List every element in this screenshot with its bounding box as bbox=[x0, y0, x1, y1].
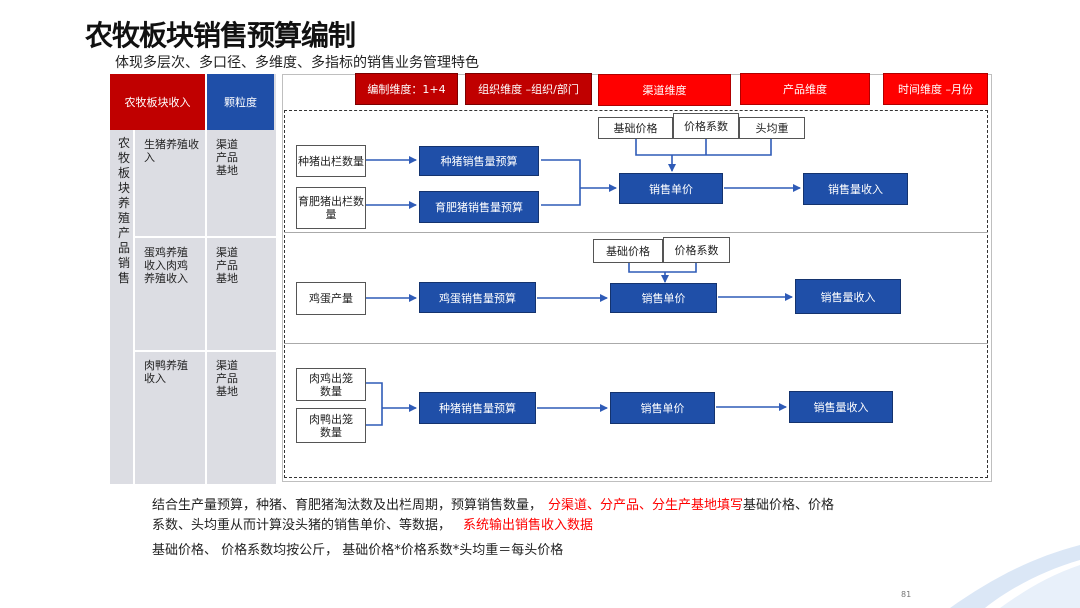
row-income-label: 生猪养殖收入 bbox=[144, 138, 199, 164]
flow-dashed-frame bbox=[284, 110, 988, 478]
dimension-time: 时间维度 –月份 bbox=[883, 73, 988, 105]
breeding-pig-sales-budget: 种猪销售量预算 bbox=[419, 146, 539, 176]
left-table bbox=[110, 74, 276, 484]
sales-budget: 种猪销售量预算 bbox=[419, 392, 536, 424]
param-base-price: 基础价格 bbox=[593, 239, 663, 263]
row-granularity-label: 渠道产品基地 bbox=[216, 359, 238, 398]
input-egg-output: 鸡蛋产量 bbox=[296, 282, 366, 315]
row-granularity-label: 渠道产品基地 bbox=[216, 138, 238, 177]
sales-revenue: 销售量收入 bbox=[803, 173, 908, 205]
row-income-label: 肉鸭养殖收入 bbox=[144, 359, 188, 385]
section-divider bbox=[284, 232, 988, 233]
note-line-1: 结合生产量预算，种猪、育肥猪淘汰数及出栏周期，预算销售数量，分渠道、分产品、分生… bbox=[152, 498, 835, 513]
param-price-coefficient: 价格系数 bbox=[663, 237, 730, 263]
unit-price: 销售单价 bbox=[610, 283, 717, 313]
dimension-budget: 编制维度：1+4 bbox=[355, 73, 458, 105]
egg-sales-budget: 鸡蛋销售量预算 bbox=[419, 282, 536, 313]
table-header-income: 农牧板块收入 bbox=[110, 74, 205, 130]
table-divider bbox=[135, 350, 276, 352]
table-divider bbox=[135, 236, 276, 238]
param-avg-weight: 头均重 bbox=[739, 117, 805, 139]
input-broiler-output: 肉鸡出笼数量 bbox=[296, 368, 366, 401]
row-granularity-label: 渠道产品基地 bbox=[216, 246, 238, 285]
unit-price: 销售单价 bbox=[619, 173, 723, 204]
input-breeding-pig-output: 种猪出栏数量 bbox=[296, 145, 366, 177]
fattening-pig-sales-budget: 育肥猪销售量预算 bbox=[419, 191, 539, 223]
param-base-price: 基础价格 bbox=[598, 117, 673, 139]
note-line-3: 基础价格、 价格系数均按公斤， 基础价格*价格系数*头均重＝每头价格 bbox=[152, 543, 564, 558]
page-title: 农牧板块销售预算编制 bbox=[85, 19, 356, 52]
table-header-granularity: 颗粒度 bbox=[207, 74, 274, 130]
table-divider bbox=[133, 130, 135, 484]
note-line-2: 系数、头均重从而计算没头猪的销售单价、等数据，系统输出销售收入数据 bbox=[152, 518, 594, 533]
unit-price: 销售单价 bbox=[610, 392, 715, 424]
sales-revenue: 销售量收入 bbox=[795, 279, 901, 314]
page-subtitle: 体现多层次、多口径、多维度、多指标的销售业务管理特色 bbox=[115, 55, 479, 71]
vertical-category-label: 农牧板块养殖产品销售 bbox=[117, 136, 130, 285]
table-divider bbox=[205, 74, 207, 484]
dimension-channel: 渠道维度 bbox=[598, 74, 731, 106]
decorative-swoosh bbox=[950, 545, 1080, 608]
input-duck-output: 肉鸭出笼数量 bbox=[296, 408, 366, 443]
input-fattening-pig-output: 育肥猪出栏数量 bbox=[296, 187, 366, 229]
sales-revenue: 销售量收入 bbox=[789, 391, 893, 423]
page-number: 81 bbox=[901, 590, 912, 599]
row-income-label: 蛋鸡养殖收入肉鸡养殖收入 bbox=[144, 246, 188, 285]
param-price-coefficient: 价格系数 bbox=[673, 113, 739, 139]
dimension-product: 产品维度 bbox=[740, 73, 870, 105]
dimension-organization: 组织维度 –组织/部门 bbox=[465, 73, 592, 105]
section-divider bbox=[284, 343, 988, 344]
